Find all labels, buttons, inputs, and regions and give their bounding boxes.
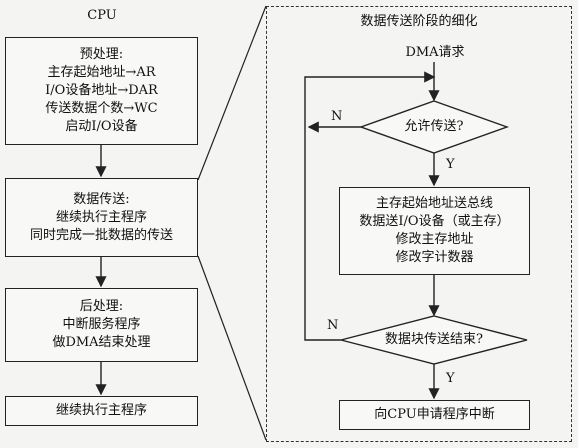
preprocess-heading: 预处理:: [79, 47, 124, 62]
transfer-box: 数据传送: 继续执行主程序 同时完成一批数据的传送: [5, 178, 198, 257]
dma-request-label: DMA请求: [405, 45, 465, 60]
postprocess-line: 中断服务程序: [62, 317, 141, 332]
end-yes-label: Y: [446, 371, 455, 386]
detail-title: 数据传送阶段的细化: [360, 14, 478, 29]
preprocess-line: 传送数据个数→WC: [45, 101, 158, 116]
arrow-end-no-loop: [304, 71, 436, 341]
interrupt-label: 向CPU申请程序中断: [374, 407, 495, 422]
allow-no-label: N: [331, 109, 343, 124]
process-line: 主存起始地址送总线: [375, 196, 493, 211]
process-line: 数据送I/O设备（或主存）: [359, 214, 510, 229]
transfer-line: 同时完成一批数据的传送: [29, 227, 173, 243]
zoom-line-bottom: [197, 255, 267, 441]
resume-box: 继续执行主程序: [5, 396, 198, 426]
end-no-label: N: [327, 318, 339, 333]
preprocess-line: 启动I/O设备: [65, 119, 138, 134]
postprocess-heading: 后处理:: [79, 299, 124, 314]
process-line: 修改主存地址: [395, 232, 474, 247]
preprocess-line: I/O设备地址→DAR: [45, 83, 158, 98]
process-box: 主存起始地址送总线 数据送I/O设备（或主存） 修改主存地址 修改字计数器: [339, 187, 530, 275]
postprocess-line: 做DMA结束处理: [52, 335, 151, 350]
process-line: 修改字计数器: [395, 250, 474, 265]
cpu-title: CPU: [87, 8, 117, 23]
interrupt-box: 向CPU申请程序中断: [339, 400, 530, 430]
preprocess-line: 主存起始地址→AR: [47, 65, 156, 80]
transfer-heading: 数据传送:: [73, 191, 130, 207]
transfer-line: 继续执行主程序: [55, 209, 147, 225]
postprocess-box: 后处理: 中断服务程序 做DMA结束处理: [5, 288, 198, 362]
resume-label: 继续执行主程序: [55, 403, 147, 418]
preprocess-box: 预处理: 主存起始地址→AR I/O设备地址→DAR 传送数据个数→WC 启动I…: [5, 37, 198, 145]
end-question: 数据块传送结束?: [385, 332, 483, 347]
detail-panel: [266, 6, 572, 442]
zoom-line-top: [197, 5, 267, 181]
allow-yes-label: Y: [446, 157, 455, 172]
allow-question: 允许传送?: [404, 119, 464, 134]
